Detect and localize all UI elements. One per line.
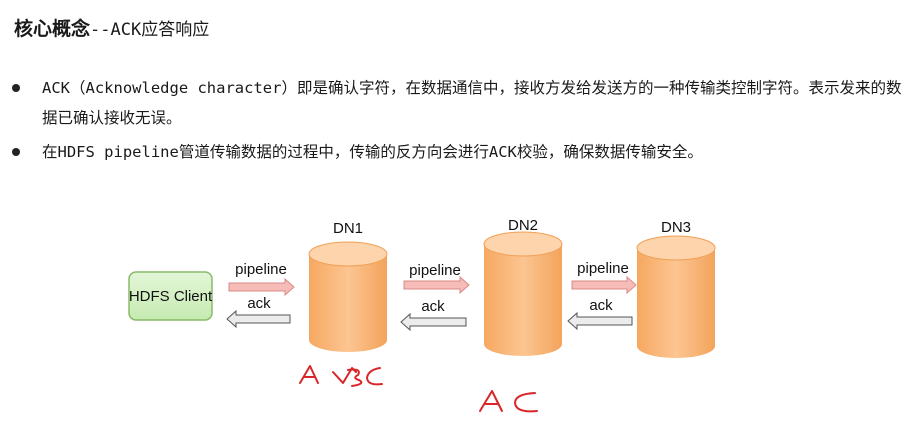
dn2-label: DN2 (508, 217, 538, 234)
ack-label-2: ack (421, 298, 445, 315)
handwritten-annotation-dn2 (479, 390, 538, 413)
bullet-2-part-3: 管道传输数据的过程中，传输的反方向会进行 (178, 143, 489, 161)
bullet-2-part-1: 在 (42, 143, 58, 161)
bullet-dot (12, 148, 20, 156)
hdfs-client-box: HDFS Client (128, 271, 213, 321)
title-suffix: --ACK应答响应 (90, 20, 210, 40)
ack-label-3: ack (589, 297, 613, 314)
bullet-dot (12, 84, 20, 92)
ack-label-1: ack (247, 295, 271, 312)
datanode-dn1: DN1 (308, 220, 388, 352)
pipeline-arrow-dn2-dn3: pipeline (571, 260, 637, 295)
ack-arrow-dn3-dn2: ack (567, 297, 633, 331)
bullet-2-part-4: ACK (488, 143, 517, 161)
datanode-dn2: DN2 (483, 217, 563, 356)
ack-arrow-dn2-dn1: ack (400, 298, 467, 332)
bullet-text: ACK（Acknowledge character）即是确认字符，在数据通信中，… (42, 73, 912, 133)
handwritten-annotation-dn1 (299, 365, 383, 387)
datanode-dn3: DN3 (636, 219, 716, 358)
dn1-label: DN1 (333, 220, 363, 237)
title-prefix: 核心概念 (14, 18, 91, 40)
page-title: 核心概念--ACK应答响应 (14, 14, 209, 41)
hdfs-client-label: HDFS Client (129, 288, 213, 305)
bullet-1-part-1: ACK（Acknowledge character） (42, 79, 297, 97)
pipeline-label-2: pipeline (409, 262, 461, 279)
bullet-2-part-5: 校验，确保数据传输安全。 (516, 143, 703, 161)
pipeline-arrow-client-dn1: pipeline (228, 261, 295, 297)
ack-arrow-dn1-client: ack (226, 295, 291, 329)
bullet-text: 在HDFS pipeline管道传输数据的过程中，传输的反方向会进行ACK校验，… (42, 137, 912, 167)
dn3-label: DN3 (661, 219, 691, 236)
bullet-1-part-2: 即是确认字符，在数据通信中，接收方发给发送方的一种传输类控制字符。表示发来的数据… (42, 79, 902, 127)
pipeline-arrow-dn1-dn2: pipeline (403, 262, 470, 295)
bullet-2-part-2: HDFS pipeline (57, 143, 179, 161)
pipeline-label-1: pipeline (235, 261, 287, 278)
pipeline-label-3: pipeline (577, 260, 629, 277)
